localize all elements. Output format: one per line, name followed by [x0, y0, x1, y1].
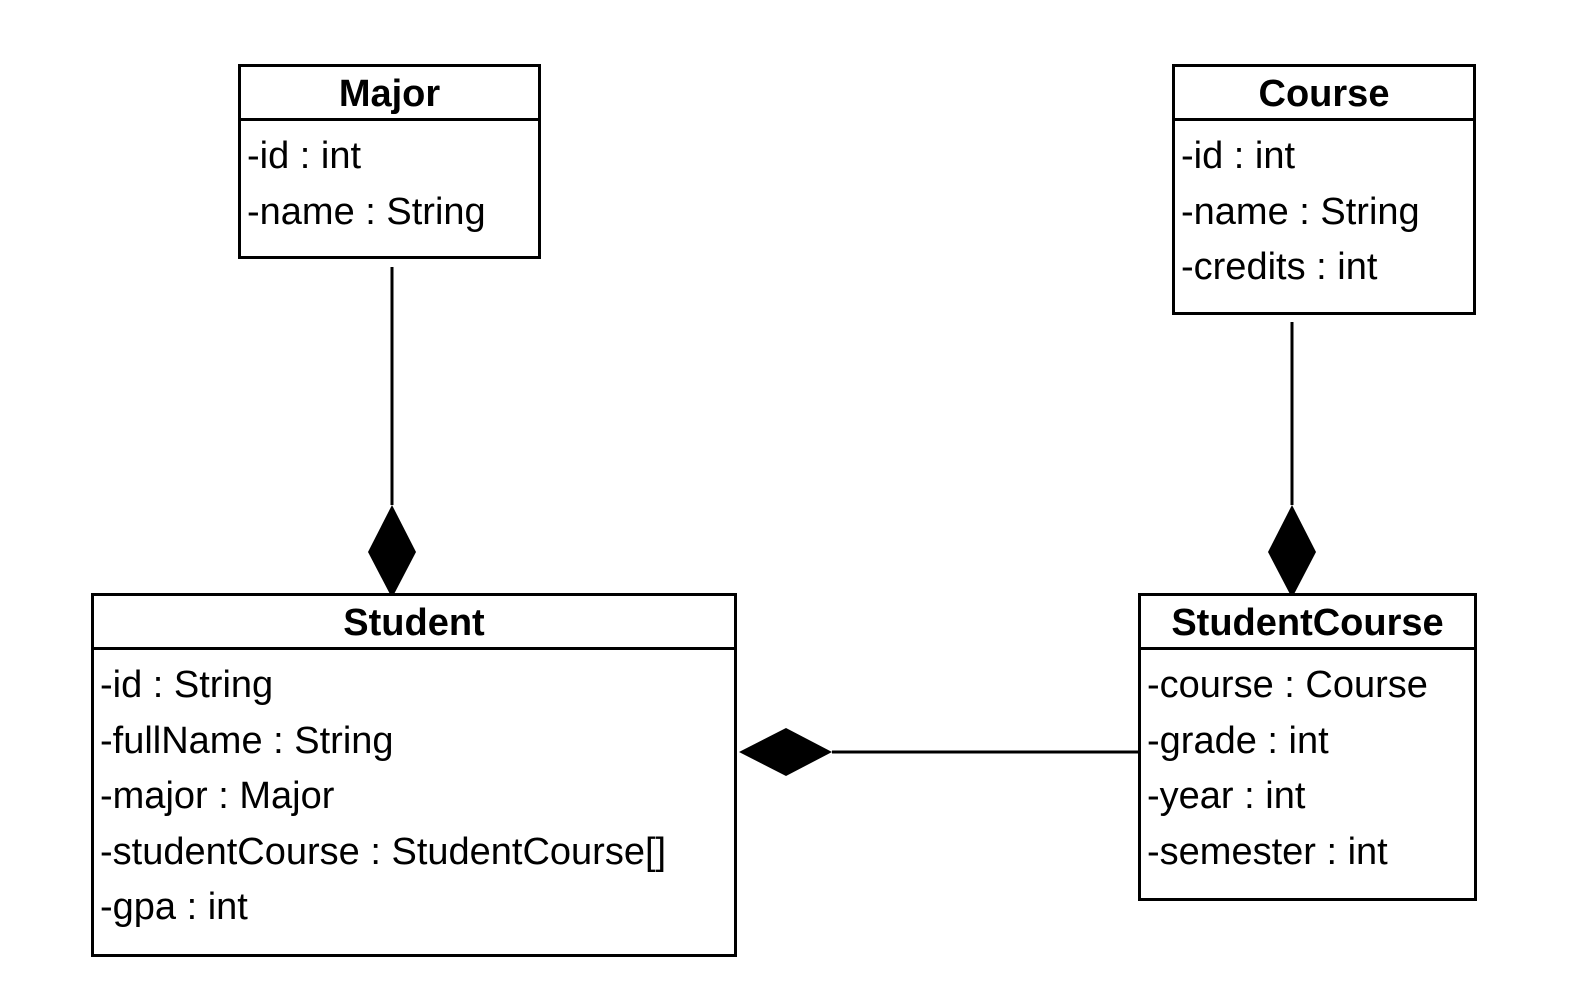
student-major-composition-diamond — [368, 505, 416, 598]
class-student-attributes: -id : String -fullName : String -major :… — [94, 650, 734, 936]
class-studentcourse-name: StudentCourse — [1141, 596, 1474, 650]
attribute: -fullName : String — [100, 719, 394, 762]
attribute: -studentCourse : StudentCourse[] — [100, 830, 667, 873]
class-major-name: Major — [241, 67, 538, 121]
class-student-name: Student — [94, 596, 734, 650]
attribute: -name : String — [1181, 190, 1420, 233]
class-studentcourse[interactable]: StudentCourse -course : Course -grade : … — [1138, 593, 1477, 901]
attribute: -year : int — [1147, 775, 1306, 817]
attribute: -grade : int — [1147, 719, 1329, 762]
attribute: -gpa : int — [100, 886, 248, 928]
attribute: -semester : int — [1147, 830, 1388, 873]
class-major-attributes: -id : int -name : String — [241, 121, 538, 240]
student-studentcourse-composition-diamond — [739, 728, 832, 776]
attribute: -id : int — [247, 135, 362, 177]
attribute: -credits : int — [1181, 246, 1378, 288]
class-course-name: Course — [1175, 67, 1473, 121]
class-student[interactable]: Student -id : String -fullName : String … — [91, 593, 737, 957]
attribute: -major : Major — [100, 775, 335, 817]
studentcourse-course-composition-diamond — [1268, 505, 1316, 598]
attribute: -id : int — [1181, 135, 1296, 177]
attribute: -name : String — [247, 190, 486, 233]
class-studentcourse-attributes: -course : Course -grade : int -year : in… — [1141, 650, 1474, 880]
class-major[interactable]: Major -id : int -name : String — [238, 64, 541, 259]
attribute: -course : Course — [1147, 664, 1428, 706]
class-course-attributes: -id : int -name : String -credits : int — [1175, 121, 1473, 296]
attribute: -id : String — [100, 664, 274, 706]
class-course[interactable]: Course -id : int -name : String -credits… — [1172, 64, 1476, 315]
